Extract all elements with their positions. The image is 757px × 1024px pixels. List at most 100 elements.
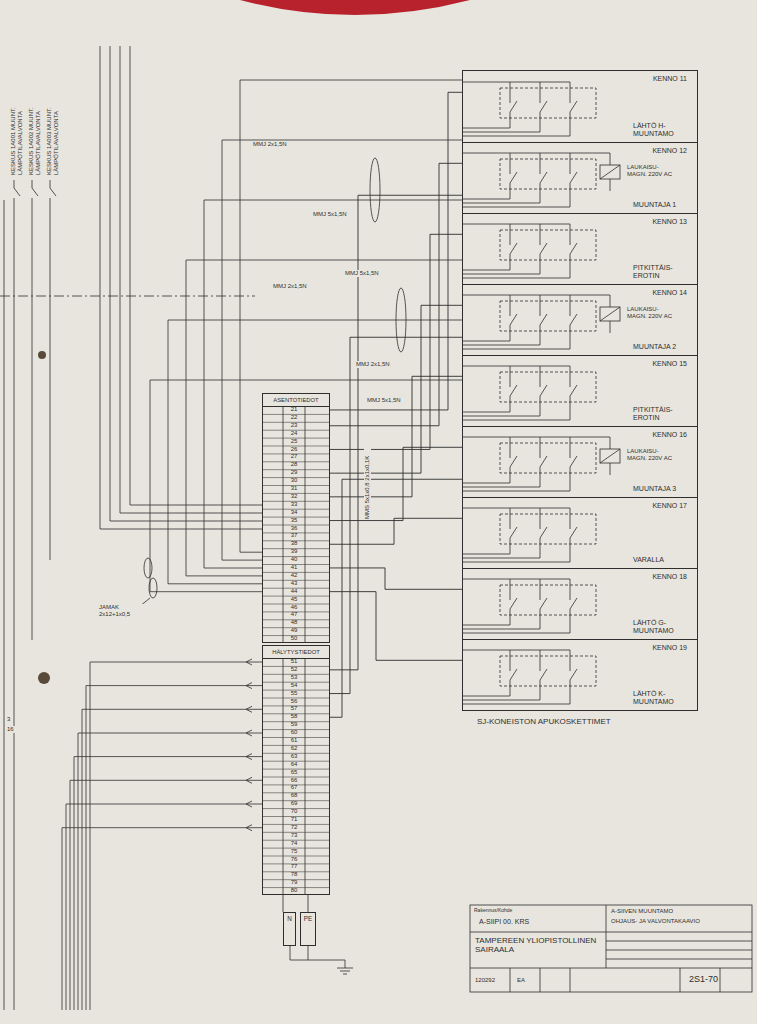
cable-label: MMJ 5x1,5N bbox=[366, 397, 402, 404]
drawing-path bbox=[186, 260, 462, 576]
cell-heading: KENNO 11 bbox=[653, 75, 687, 83]
cell-label: LÄHTÖ G-MUUNTAMO bbox=[633, 619, 693, 635]
cable-label: MMJ 2x1,5N bbox=[252, 141, 288, 148]
cable-label: MMJ 5x1,5N bbox=[344, 270, 380, 277]
terminal-number: 28 bbox=[283, 461, 305, 469]
terminal-number: 52 bbox=[283, 666, 305, 674]
drawing-path bbox=[14, 180, 56, 1010]
terminal-number: 48 bbox=[283, 619, 305, 627]
cell-label: LÄHTÖ H-MUUNTAMO bbox=[633, 122, 693, 138]
terminal-number: 32 bbox=[283, 493, 305, 501]
terminal-number: 77 bbox=[283, 863, 305, 871]
terminal-number: 29 bbox=[283, 469, 305, 477]
strip-heading: ASENTOTIEDOT bbox=[263, 394, 329, 407]
cell-label: VARALLA bbox=[633, 556, 664, 564]
cubicle-cell: KENNO 12LAUKAISU-MAGN. 220V ACMUUNTAJA 1 bbox=[463, 142, 697, 213]
terminal-number: 74 bbox=[283, 840, 305, 848]
cell-heading: KENNO 16 bbox=[652, 431, 687, 439]
cable-label: MMJ 2x1,5N bbox=[355, 361, 391, 368]
drawing-rect bbox=[262, 658, 330, 895]
drawing-use bbox=[462, 366, 596, 420]
coil-label: LAUKAISU-MAGN. 220V AC bbox=[627, 306, 673, 320]
cell-heading: KENNO 17 bbox=[652, 502, 687, 510]
cell-label: MUUNTAJA 3 bbox=[633, 485, 676, 493]
wire-connector bbox=[330, 337, 463, 693]
terminal-number: 21 bbox=[283, 406, 305, 414]
drawing-path bbox=[283, 406, 308, 912]
terminal-number: 78 bbox=[283, 871, 305, 879]
terminal-strip: ASENTOTIEDOT bbox=[262, 393, 330, 643]
drawing-use bbox=[570, 437, 620, 475]
cubicle-cell: KENNO 18 LÄHTÖ G-MUUNTAMO bbox=[463, 568, 697, 639]
terminal-number: 63 bbox=[283, 753, 305, 761]
terminal-number: 39 bbox=[283, 548, 305, 556]
cable-label: KESKUS 1A001 MUUNT. LÄMPÖTILAVALVONTA bbox=[10, 54, 24, 176]
drawing-use bbox=[462, 508, 596, 562]
title-block-text: 2S1-70 bbox=[688, 974, 719, 984]
terminal-number: 44 bbox=[283, 588, 305, 596]
strip-heading: HÄLYTYSTIEDOT bbox=[263, 646, 329, 659]
drawing-g bbox=[0, 46, 752, 1010]
cubicle-cell: KENNO 15PITKITTÄIS-EROTIN bbox=[463, 355, 697, 426]
terminal-number: 49 bbox=[283, 627, 305, 635]
drawing-path bbox=[82, 709, 262, 1010]
cell-heading: KENNO 15 bbox=[652, 360, 687, 368]
terminal-number: 58 bbox=[283, 713, 305, 721]
terminal-number: 59 bbox=[283, 721, 305, 729]
drawing-use bbox=[462, 437, 596, 491]
terminal-number: 53 bbox=[283, 674, 305, 682]
terminal-number: 36 bbox=[283, 525, 305, 533]
cubicle-cell: KENNO 13 PITKITTÄIS-EROTIN bbox=[463, 213, 697, 284]
cell-heading: KENNO 18 bbox=[652, 573, 687, 581]
cable-label: JAMAK 2x12+1x0,5 bbox=[98, 604, 152, 618]
terminal-number: 51 bbox=[283, 658, 305, 666]
title-block-text: EA bbox=[516, 977, 526, 984]
drawing-path bbox=[74, 757, 262, 1010]
terminal-number: 26 bbox=[283, 446, 305, 454]
drawing-path bbox=[110, 46, 262, 521]
drawing-ellipse bbox=[370, 158, 380, 222]
cell-label: PITKITTÄIS-EROTIN bbox=[633, 264, 693, 280]
terminal-number: 61 bbox=[283, 737, 305, 745]
drawing-ellipse bbox=[144, 558, 152, 578]
terminal-number: 70 bbox=[283, 808, 305, 816]
cubicle-cell: KENNO 16LAUKAISU-MAGN. 220V ACMUUNTAJA 3 bbox=[463, 426, 697, 497]
drawing-circle bbox=[38, 672, 50, 684]
drawing-use bbox=[462, 650, 596, 704]
drawing-rect bbox=[470, 905, 752, 992]
cell-heading: KENNO 13 bbox=[652, 218, 687, 226]
cable-label: KESKUS 1A002 MUUNT. LÄMPÖTILAVALVONTA bbox=[28, 54, 42, 176]
title-block-text: OHJAUS- JA VALVONTAKAAVIO bbox=[610, 918, 701, 925]
terminal-number: 67 bbox=[283, 784, 305, 792]
terminal-box: PE bbox=[300, 912, 316, 946]
cable-label: 16 bbox=[6, 726, 15, 733]
terminal-number: 24 bbox=[283, 430, 305, 438]
terminal-number: 80 bbox=[283, 887, 305, 895]
title-block-text: A-SIIVEN MUUNTAMO bbox=[610, 908, 674, 915]
cable-label: MMJ 5x1,5N bbox=[312, 211, 348, 218]
terminal-number: 45 bbox=[283, 596, 305, 604]
terminal-number: 38 bbox=[283, 540, 305, 548]
terminal-number: 68 bbox=[283, 792, 305, 800]
title-block-text: 120292 bbox=[474, 977, 496, 984]
cubicle-cell: KENNO 19LÄHTÖ K-MUUNTAMO bbox=[463, 639, 697, 710]
terminal-number: 43 bbox=[283, 580, 305, 588]
terminal-number: 37 bbox=[283, 532, 305, 540]
terminal-number: 40 bbox=[283, 556, 305, 564]
cell-label: MUUNTAJA 2 bbox=[633, 343, 676, 351]
drawing-ellipse bbox=[396, 288, 406, 352]
terminal-number: 76 bbox=[283, 856, 305, 864]
cell-heading: KENNO 14 bbox=[652, 289, 687, 297]
terminal-number: 71 bbox=[283, 816, 305, 824]
terminal-number: 23 bbox=[283, 422, 305, 430]
terminal-number: 25 bbox=[283, 438, 305, 446]
terminal-strip: HÄLYTYSTIEDOT bbox=[262, 645, 330, 895]
terminal-number: 62 bbox=[283, 745, 305, 753]
cell-label: LÄHTÖ K-MUUNTAMO bbox=[633, 690, 693, 706]
terminal-number: 30 bbox=[283, 477, 305, 485]
drawing-use bbox=[462, 82, 596, 136]
drawing-path bbox=[86, 686, 262, 1010]
